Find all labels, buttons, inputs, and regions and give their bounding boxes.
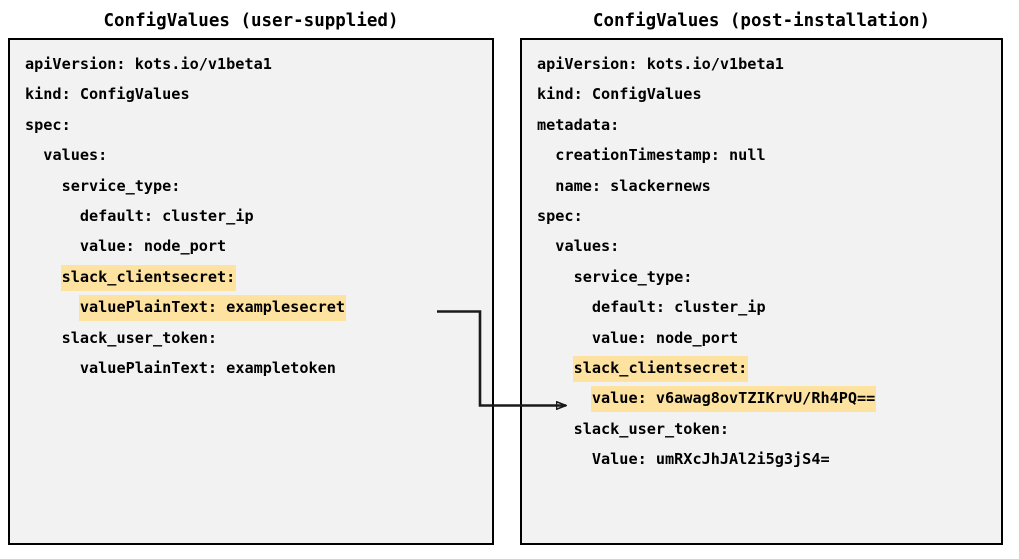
code-line: value: node_port xyxy=(10,231,492,261)
code-indent xyxy=(536,359,573,377)
code-indent xyxy=(536,389,591,407)
code-text: name: slackernews xyxy=(555,176,711,195)
code-text: values: xyxy=(555,237,620,256)
panel-title-post-installation: ConfigValues (post-installation) xyxy=(592,11,931,31)
code-indent xyxy=(24,329,61,347)
code-text: service_type: xyxy=(61,176,181,195)
code-line: values: xyxy=(10,140,492,170)
code-indent xyxy=(536,237,554,255)
code-indent xyxy=(24,146,42,164)
code-text: value: node_port xyxy=(591,328,739,347)
code-text-highlighted: slack_clientsecret: xyxy=(60,264,237,291)
code-text-highlighted: value: v6awag8ovTZIKrvU/Rh4PQ== xyxy=(590,386,877,413)
code-line: kind: ConfigValues xyxy=(522,79,1001,109)
code-line: value: node_port xyxy=(522,323,1001,353)
code-indent xyxy=(536,420,573,438)
code-text: spec: xyxy=(25,115,71,134)
code-line: valuePlainText: exampletoken xyxy=(10,353,492,383)
code-text: apiVersion: kots.io/v1beta1 xyxy=(537,55,784,73)
code-line: slack_user_token: xyxy=(522,414,1001,444)
code-text: values: xyxy=(43,146,108,165)
code-line: slack_user_token: xyxy=(10,323,492,353)
code-indent xyxy=(536,298,591,316)
code-text: service_type: xyxy=(573,267,693,286)
code-indent xyxy=(24,237,79,255)
code-indent xyxy=(24,268,61,286)
code-text: slack_user_token: xyxy=(573,419,730,438)
code-indent xyxy=(24,207,79,225)
code-line: Value: umRXcJhJAl2i5g3jS4= xyxy=(522,444,1001,474)
code-indent xyxy=(24,298,79,316)
code-line: apiVersion: kots.io/v1beta1 xyxy=(10,49,492,79)
code-line: spec: xyxy=(10,110,492,140)
code-text: slack_user_token: xyxy=(61,328,218,347)
code-text: apiVersion: kots.io/v1beta1 xyxy=(25,55,272,73)
code-indent xyxy=(536,177,554,195)
code-text: spec: xyxy=(537,206,583,225)
code-indent xyxy=(536,450,591,468)
panel-title-user-supplied: ConfigValues (user-supplied) xyxy=(103,11,399,31)
code-line: creationTimestamp: null xyxy=(522,140,1001,170)
code-line: spec: xyxy=(522,201,1001,231)
code-text: default: cluster_ip xyxy=(79,206,254,225)
code-box-post-installation: apiVersion: kots.io/v1beta1 kind: ConfigV… xyxy=(520,38,1003,545)
code-indent xyxy=(536,268,573,286)
code-text-highlighted: valuePlainText: examplesecret xyxy=(78,295,347,322)
code-box-user-supplied: apiVersion: kots.io/v1beta1 kind: ConfigV… xyxy=(8,38,494,545)
code-line: service_type: xyxy=(10,171,492,201)
code-text: metadata: xyxy=(537,115,620,134)
code-line: values: xyxy=(522,231,1001,261)
code-line: value: v6awag8ovTZIKrvU/Rh4PQ== xyxy=(522,383,1001,413)
code-line: valuePlainText: examplesecret xyxy=(10,292,492,322)
code-lines-post-installation: apiVersion: kots.io/v1beta1 kind: ConfigV… xyxy=(522,49,1001,474)
code-text: kind: ConfigValues xyxy=(537,85,702,104)
code-text: kind: ConfigValues xyxy=(25,85,190,104)
code-text: Value: umRXcJhJAl2i5g3jS4= xyxy=(591,450,830,469)
code-line: service_type: xyxy=(522,262,1001,292)
code-lines-user-supplied: apiVersion: kots.io/v1beta1 kind: ConfigV… xyxy=(10,49,492,383)
code-line: default: cluster_ip xyxy=(10,201,492,231)
code-text-highlighted: slack_clientsecret: xyxy=(572,355,749,382)
code-line: metadata: xyxy=(522,110,1001,140)
code-line: default: cluster_ip xyxy=(522,292,1001,322)
code-text: default: cluster_ip xyxy=(591,298,766,317)
code-indent xyxy=(536,329,591,347)
code-line: name: slackernews xyxy=(522,171,1001,201)
code-indent xyxy=(536,146,554,164)
code-indent xyxy=(24,177,61,195)
code-line: kind: ConfigValues xyxy=(10,79,492,109)
code-line: slack_clientsecret: xyxy=(10,262,492,292)
code-line: apiVersion: kots.io/v1beta1 xyxy=(522,49,1001,79)
code-text: value: node_port xyxy=(79,237,227,256)
code-indent xyxy=(24,359,79,377)
code-text: valuePlainText: exampletoken xyxy=(79,358,336,377)
code-line: slack_clientsecret: xyxy=(522,353,1001,383)
code-text: creationTimestamp: null xyxy=(555,146,766,165)
